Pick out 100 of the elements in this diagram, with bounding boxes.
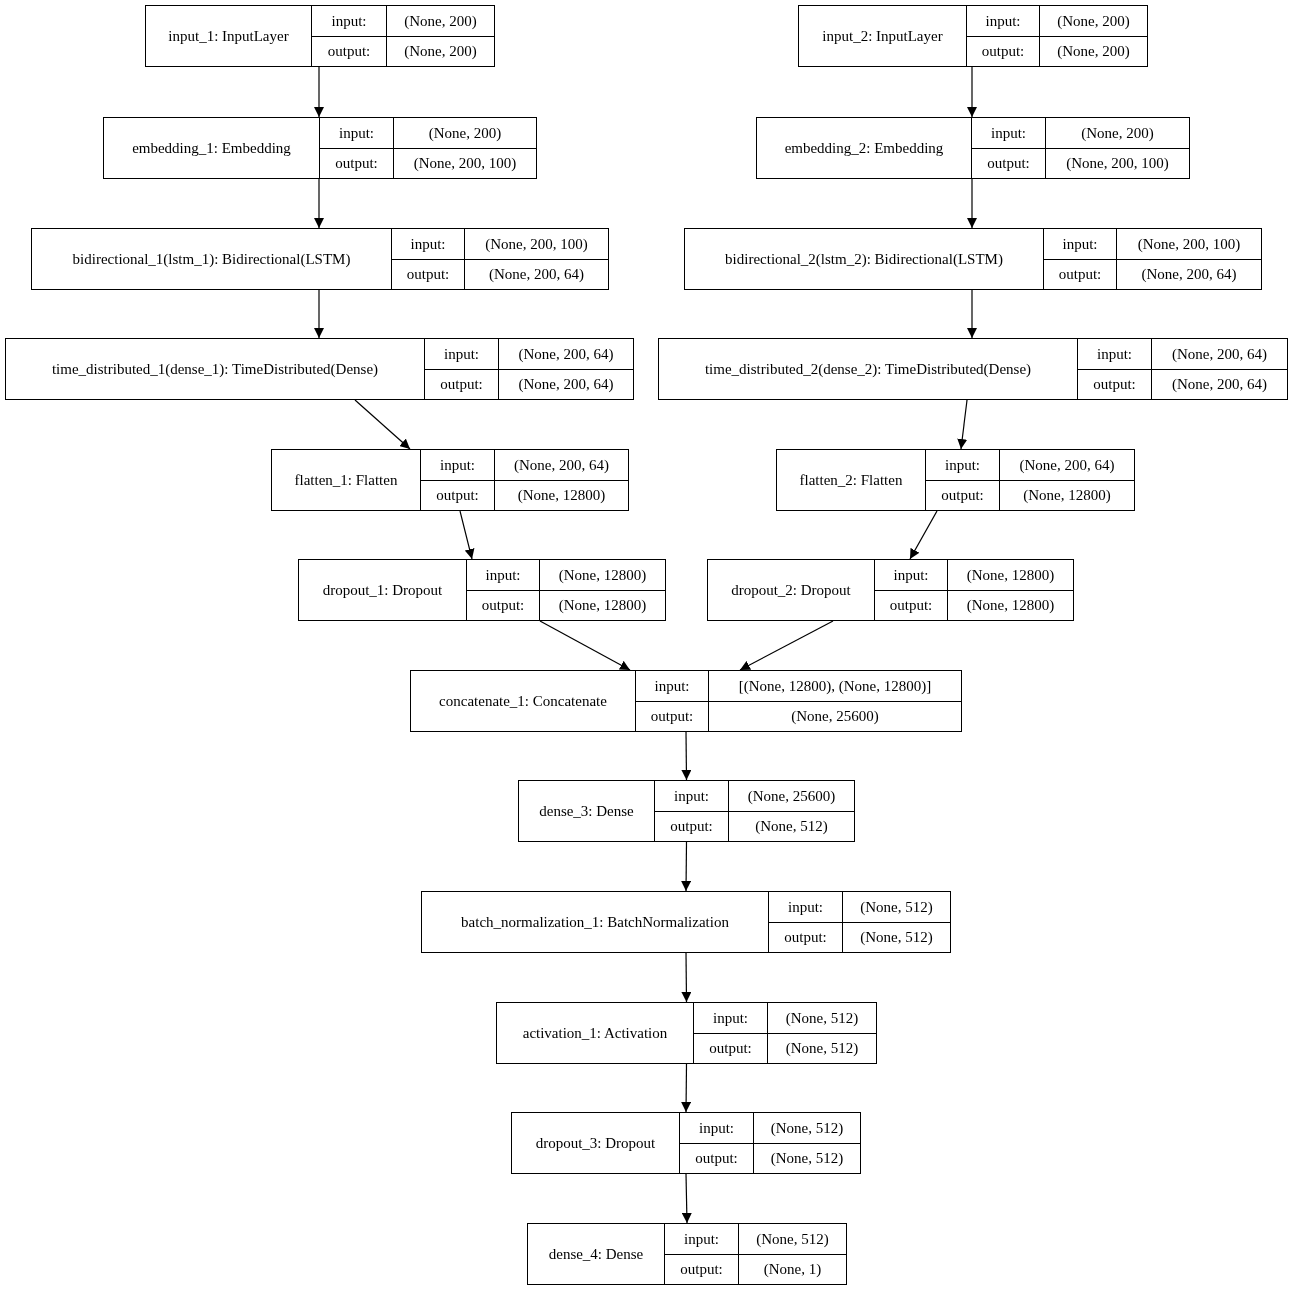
shape-value: (None, 200, 100) [1116, 229, 1261, 259]
shape-value: (None, 200) [393, 118, 536, 148]
port-label: input: [966, 6, 1039, 36]
port-label: output: [664, 1254, 738, 1284]
port-label: input: [654, 781, 728, 811]
layer-box [496, 1002, 877, 1064]
arrow [681, 731, 692, 781]
layer-name: embedding_2: Embedding [783, 138, 945, 158]
arrow [459, 510, 475, 560]
shape-value: (None, 512) [842, 892, 950, 922]
port-label: input: [1043, 229, 1116, 259]
arrow [967, 178, 977, 229]
shape-value: (None, 12800) [494, 480, 628, 510]
layer-name: dropout_1: Dropout [321, 580, 444, 600]
port-label: input: [420, 450, 494, 480]
layer-name: concatenate_1: Concatenate [438, 691, 608, 711]
arrow [681, 1173, 692, 1224]
shape-value: (None, 200, 64) [1151, 369, 1287, 399]
shape-value: (None, 200, 64) [1151, 339, 1287, 369]
layer-name: dense_4: Dense [547, 1244, 645, 1264]
shape-value: (None, 200, 100) [393, 148, 536, 178]
arrow [957, 399, 968, 450]
layer-box [776, 449, 1135, 511]
port-label: input: [1077, 339, 1151, 369]
port-label: output: [319, 148, 393, 178]
layer-box [684, 228, 1262, 290]
shape-value: (None, 200) [1039, 6, 1147, 36]
shape-value: (None, 12800) [539, 590, 665, 620]
port-label: output: [693, 1033, 767, 1063]
port-label: input: [635, 671, 708, 701]
port-label: input: [693, 1003, 767, 1033]
layer-name: time_distributed_1(dense_1): TimeDistributed(Dense) [50, 359, 380, 379]
port-label: input: [311, 6, 386, 36]
shape-value: (None, 512) [767, 1003, 876, 1033]
layer-name: flatten_1: Flatten [293, 470, 399, 490]
arrow [314, 178, 324, 229]
layer-box [707, 559, 1074, 621]
shape-value: (None, 25600) [728, 781, 854, 811]
arrow [314, 66, 324, 118]
arrow [681, 1063, 692, 1113]
shape-value: (None, 200) [1045, 118, 1189, 148]
arrow [314, 289, 324, 339]
port-label: output: [971, 148, 1045, 178]
layer-box [658, 338, 1288, 400]
port-label: output: [654, 811, 728, 841]
port-label: input: [391, 229, 464, 259]
port-label: output: [966, 36, 1039, 66]
layer-box [5, 338, 634, 400]
layer-name: input_2: InputLayer [821, 26, 944, 46]
port-label: input: [466, 560, 539, 590]
shape-value: (None, 200, 64) [494, 450, 628, 480]
layer-box [756, 117, 1190, 179]
port-label: input: [925, 450, 999, 480]
shape-value: (None, 200, 64) [464, 259, 608, 289]
port-label: output: [1077, 369, 1151, 399]
shape-value: (None, 200) [386, 36, 494, 66]
port-label: output: [391, 259, 464, 289]
layer-box [103, 117, 537, 179]
layer-name: bidirectional_2(lstm_2): Bidirectional(LSTM) [724, 249, 1004, 269]
layer-box [298, 559, 666, 621]
layer-box [527, 1223, 847, 1285]
layer-box [410, 670, 962, 732]
shape-value: (None, 512) [728, 811, 854, 841]
layer-name: dropout_3: Dropout [534, 1133, 657, 1153]
layer-name: flatten_2: Flatten [798, 470, 904, 490]
shape-value: (None, 512) [753, 1143, 860, 1173]
shape-value: (None, 12800) [539, 560, 665, 590]
port-label: output: [311, 36, 386, 66]
shape-value: (None, 12800) [947, 560, 1073, 590]
port-label: output: [635, 701, 708, 731]
layer-name: activation_1: Activation [521, 1023, 669, 1043]
layer-name: embedding_1: Embedding [131, 138, 292, 158]
layer-name: dense_3: Dense [538, 801, 635, 821]
layer-name: time_distributed_2(dense_2): TimeDistributed(Dense) [703, 359, 1033, 379]
shape-value: (None, 12800) [947, 590, 1073, 620]
arrow [681, 952, 692, 1003]
port-label: output: [679, 1143, 753, 1173]
shape-value: (None, 512) [753, 1113, 860, 1143]
layer-box [518, 780, 855, 842]
layer-box [31, 228, 609, 290]
shape-value: (None, 200, 100) [464, 229, 608, 259]
layer-box [271, 449, 629, 511]
shape-value: (None, 200) [386, 6, 494, 36]
shape-value: (None, 200, 100) [1045, 148, 1189, 178]
arrow [739, 620, 834, 671]
shape-value: [(None, 12800), (None, 12800)] [708, 671, 961, 701]
layer-name: bidirectional_1(lstm_1): Bidirectional(LSTM) [71, 249, 352, 269]
shape-value: (None, 25600) [708, 701, 961, 731]
shape-value: (None, 512) [738, 1224, 846, 1254]
arrow [909, 510, 938, 560]
port-label: input: [874, 560, 947, 590]
arrow [539, 620, 631, 671]
shape-value: (None, 512) [767, 1033, 876, 1063]
port-label: output: [925, 480, 999, 510]
layer-name: input_1: InputLayer [167, 26, 290, 46]
layer-box [798, 5, 1148, 67]
layer-box [511, 1112, 861, 1174]
port-label: output: [466, 590, 539, 620]
layer-box [145, 5, 495, 67]
port-label: output: [1043, 259, 1116, 289]
